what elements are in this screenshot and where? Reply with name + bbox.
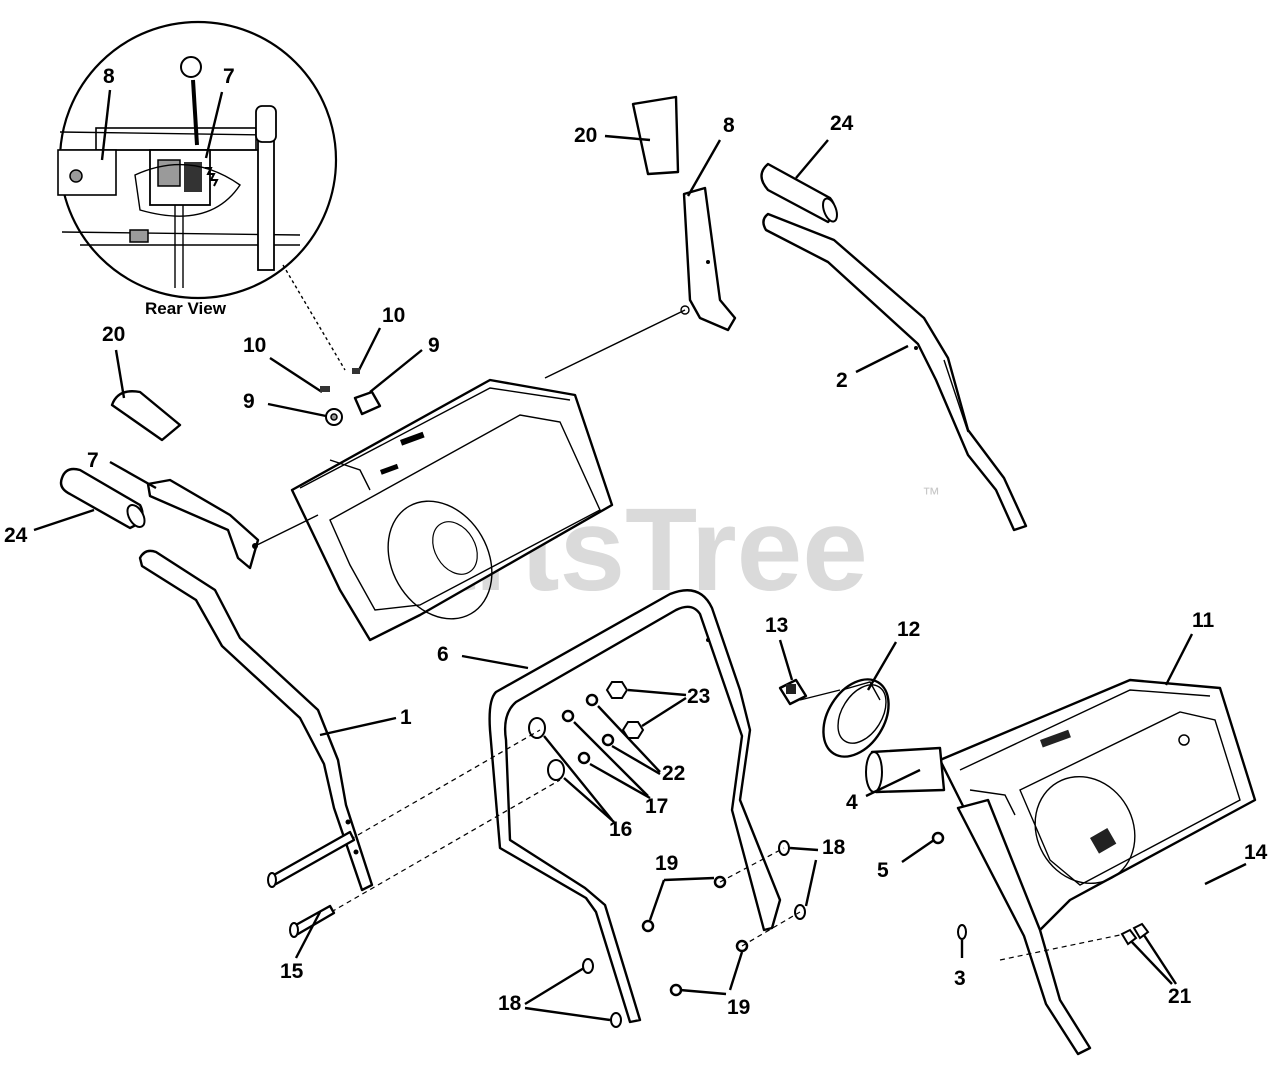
callout-14: 14 [1244, 841, 1268, 864]
callout-10-right: 10 [382, 304, 405, 327]
callout-23: 23 [687, 685, 710, 708]
callout-6: 6 [437, 643, 449, 666]
callout-19-left: 19 [655, 852, 678, 875]
callout-7: 7 [87, 449, 99, 472]
part-20-grip-left [110, 390, 182, 442]
part-10-pin [320, 368, 360, 392]
part-8-bracket-right [682, 186, 737, 332]
part-6-handle-loop [488, 589, 782, 1024]
part-24-grip-right [760, 162, 838, 224]
callout-9-left: 9 [243, 390, 255, 413]
rear-view-inset [57, 20, 338, 300]
callout-5: 5 [877, 859, 889, 882]
control-panel [290, 378, 614, 642]
inset-caption: Rear View [145, 299, 227, 318]
callout-7-inset: 7 [223, 65, 235, 88]
callout-19-right: 19 [727, 996, 750, 1019]
callout-21: 21 [1168, 985, 1192, 1008]
callout-2: 2 [836, 369, 848, 392]
part-20-grip-right [631, 95, 680, 176]
fasteners-16-23 [528, 681, 645, 781]
callout-4: 4 [846, 791, 858, 814]
callout-12: 12 [897, 618, 920, 641]
callout-1: 1 [400, 706, 412, 729]
part-7-bracket-left [146, 478, 260, 570]
handle-lower-right [956, 798, 1092, 1056]
callout-24-right: 24 [830, 112, 854, 135]
watermark-trademark: ™ [922, 484, 940, 504]
callout-20-left: 20 [102, 323, 125, 346]
part-9-knob [325, 390, 382, 426]
callout-22: 22 [662, 762, 685, 785]
callout-20-right: 20 [574, 124, 597, 147]
callout-3: 3 [954, 967, 966, 990]
callout-8-inset: 8 [103, 65, 115, 88]
callout-16: 16 [609, 818, 632, 841]
part-15-bolt [267, 830, 356, 938]
part-24-grip-left [59, 467, 146, 530]
callout-13: 13 [765, 614, 788, 637]
callout-9-right: 9 [428, 334, 440, 357]
callout-18-right: 18 [822, 836, 846, 859]
callout-15: 15 [280, 960, 304, 983]
callout-10-left: 10 [243, 334, 266, 357]
callout-11: 11 [1192, 609, 1215, 632]
callout-18-left: 18 [498, 992, 522, 1015]
fasteners-18-19 [582, 840, 806, 1028]
callout-8: 8 [723, 114, 735, 137]
callout-17: 17 [645, 795, 668, 818]
part-12-headlight [822, 678, 890, 758]
part-4-cylinder [865, 746, 946, 794]
callout-24-left: 24 [4, 524, 28, 547]
part-13-switch [778, 678, 808, 706]
part-1-handle-left [138, 549, 374, 892]
part-2-handle-right [762, 212, 1028, 532]
